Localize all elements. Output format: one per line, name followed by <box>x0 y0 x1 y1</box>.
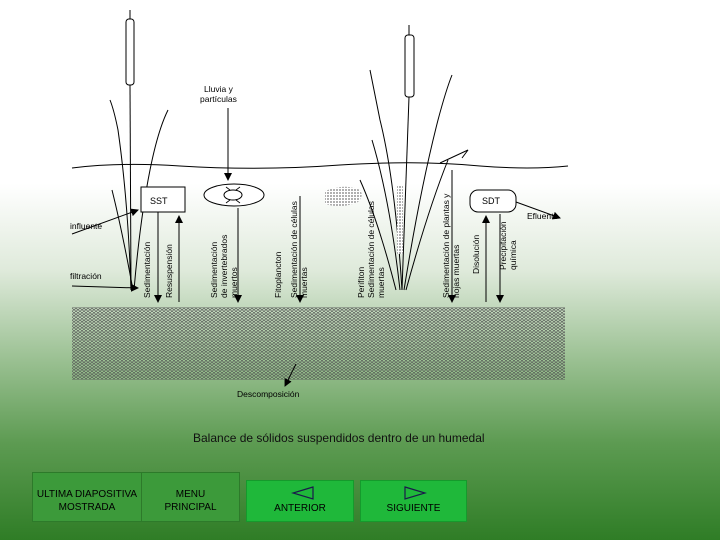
next-label: SIGUIENTE <box>386 503 441 514</box>
sdt-box <box>469 189 517 213</box>
process-plant-litter: Sedimentación de plantas y hojas muertas <box>441 193 461 298</box>
decomposition-label: Descomposición <box>237 389 300 399</box>
filtration-label: filtración <box>70 271 102 281</box>
process-invertebrate-sedimentation: Sedimentación de invertebrados muertos <box>209 234 239 298</box>
rain-label: Lluvia y partículas <box>200 84 237 104</box>
influent-label: influente <box>70 221 103 231</box>
periphyton-bar <box>397 186 403 254</box>
wetland-diagram <box>71 10 569 387</box>
next-button[interactable]: SIGUIENTE <box>360 480 467 522</box>
last-slide-button[interactable]: ULTIMA DIAPOSITIVA MOSTRADA <box>32 472 142 522</box>
phytoplankton-blob <box>325 186 362 207</box>
process-dissolution: Disolución <box>471 234 481 274</box>
right-triangle-icon <box>404 486 427 500</box>
previous-button[interactable]: ANTERIOR <box>246 480 354 522</box>
sdt-label: SDT <box>482 196 500 206</box>
sst-label: SST <box>150 196 168 206</box>
effluent-label: Efluente <box>527 211 559 221</box>
effluent-arrow <box>515 201 561 220</box>
decomposition-arrow <box>284 363 297 387</box>
last-slide-label: ULTIMA DIAPOSITIVA MOSTRADA <box>36 489 138 513</box>
main-menu-label: MENU PRINCIPAL <box>164 489 217 513</box>
filtration-arrow <box>71 283 139 292</box>
left-plant <box>109 10 169 291</box>
right-plant <box>359 25 469 291</box>
process-phytoplankton: Fitoplancton <box>273 251 283 298</box>
sst-box <box>140 186 186 213</box>
process-sedimentation: Sedimentación <box>142 241 152 298</box>
previous-label: ANTERIOR <box>274 503 326 514</box>
left-triangle-icon <box>291 486 314 500</box>
invertebrate-icon <box>203 183 265 207</box>
process-periphyton: Perifiton Sedimentación de células muert… <box>356 201 386 298</box>
diagram-caption: Balance de sólidos suspendidos dentro de… <box>193 431 485 445</box>
main-menu-button[interactable]: MENU PRINCIPAL <box>141 472 240 522</box>
sediment-layer <box>72 307 565 380</box>
process-dead-cell-sedimentation: Sedimentación de células muertas <box>289 201 309 298</box>
influent-arrow <box>71 208 139 235</box>
water-surface <box>71 162 569 169</box>
process-precipitation: Precipitación química <box>498 221 518 270</box>
process-resuspension: Resuspensión <box>164 244 174 298</box>
